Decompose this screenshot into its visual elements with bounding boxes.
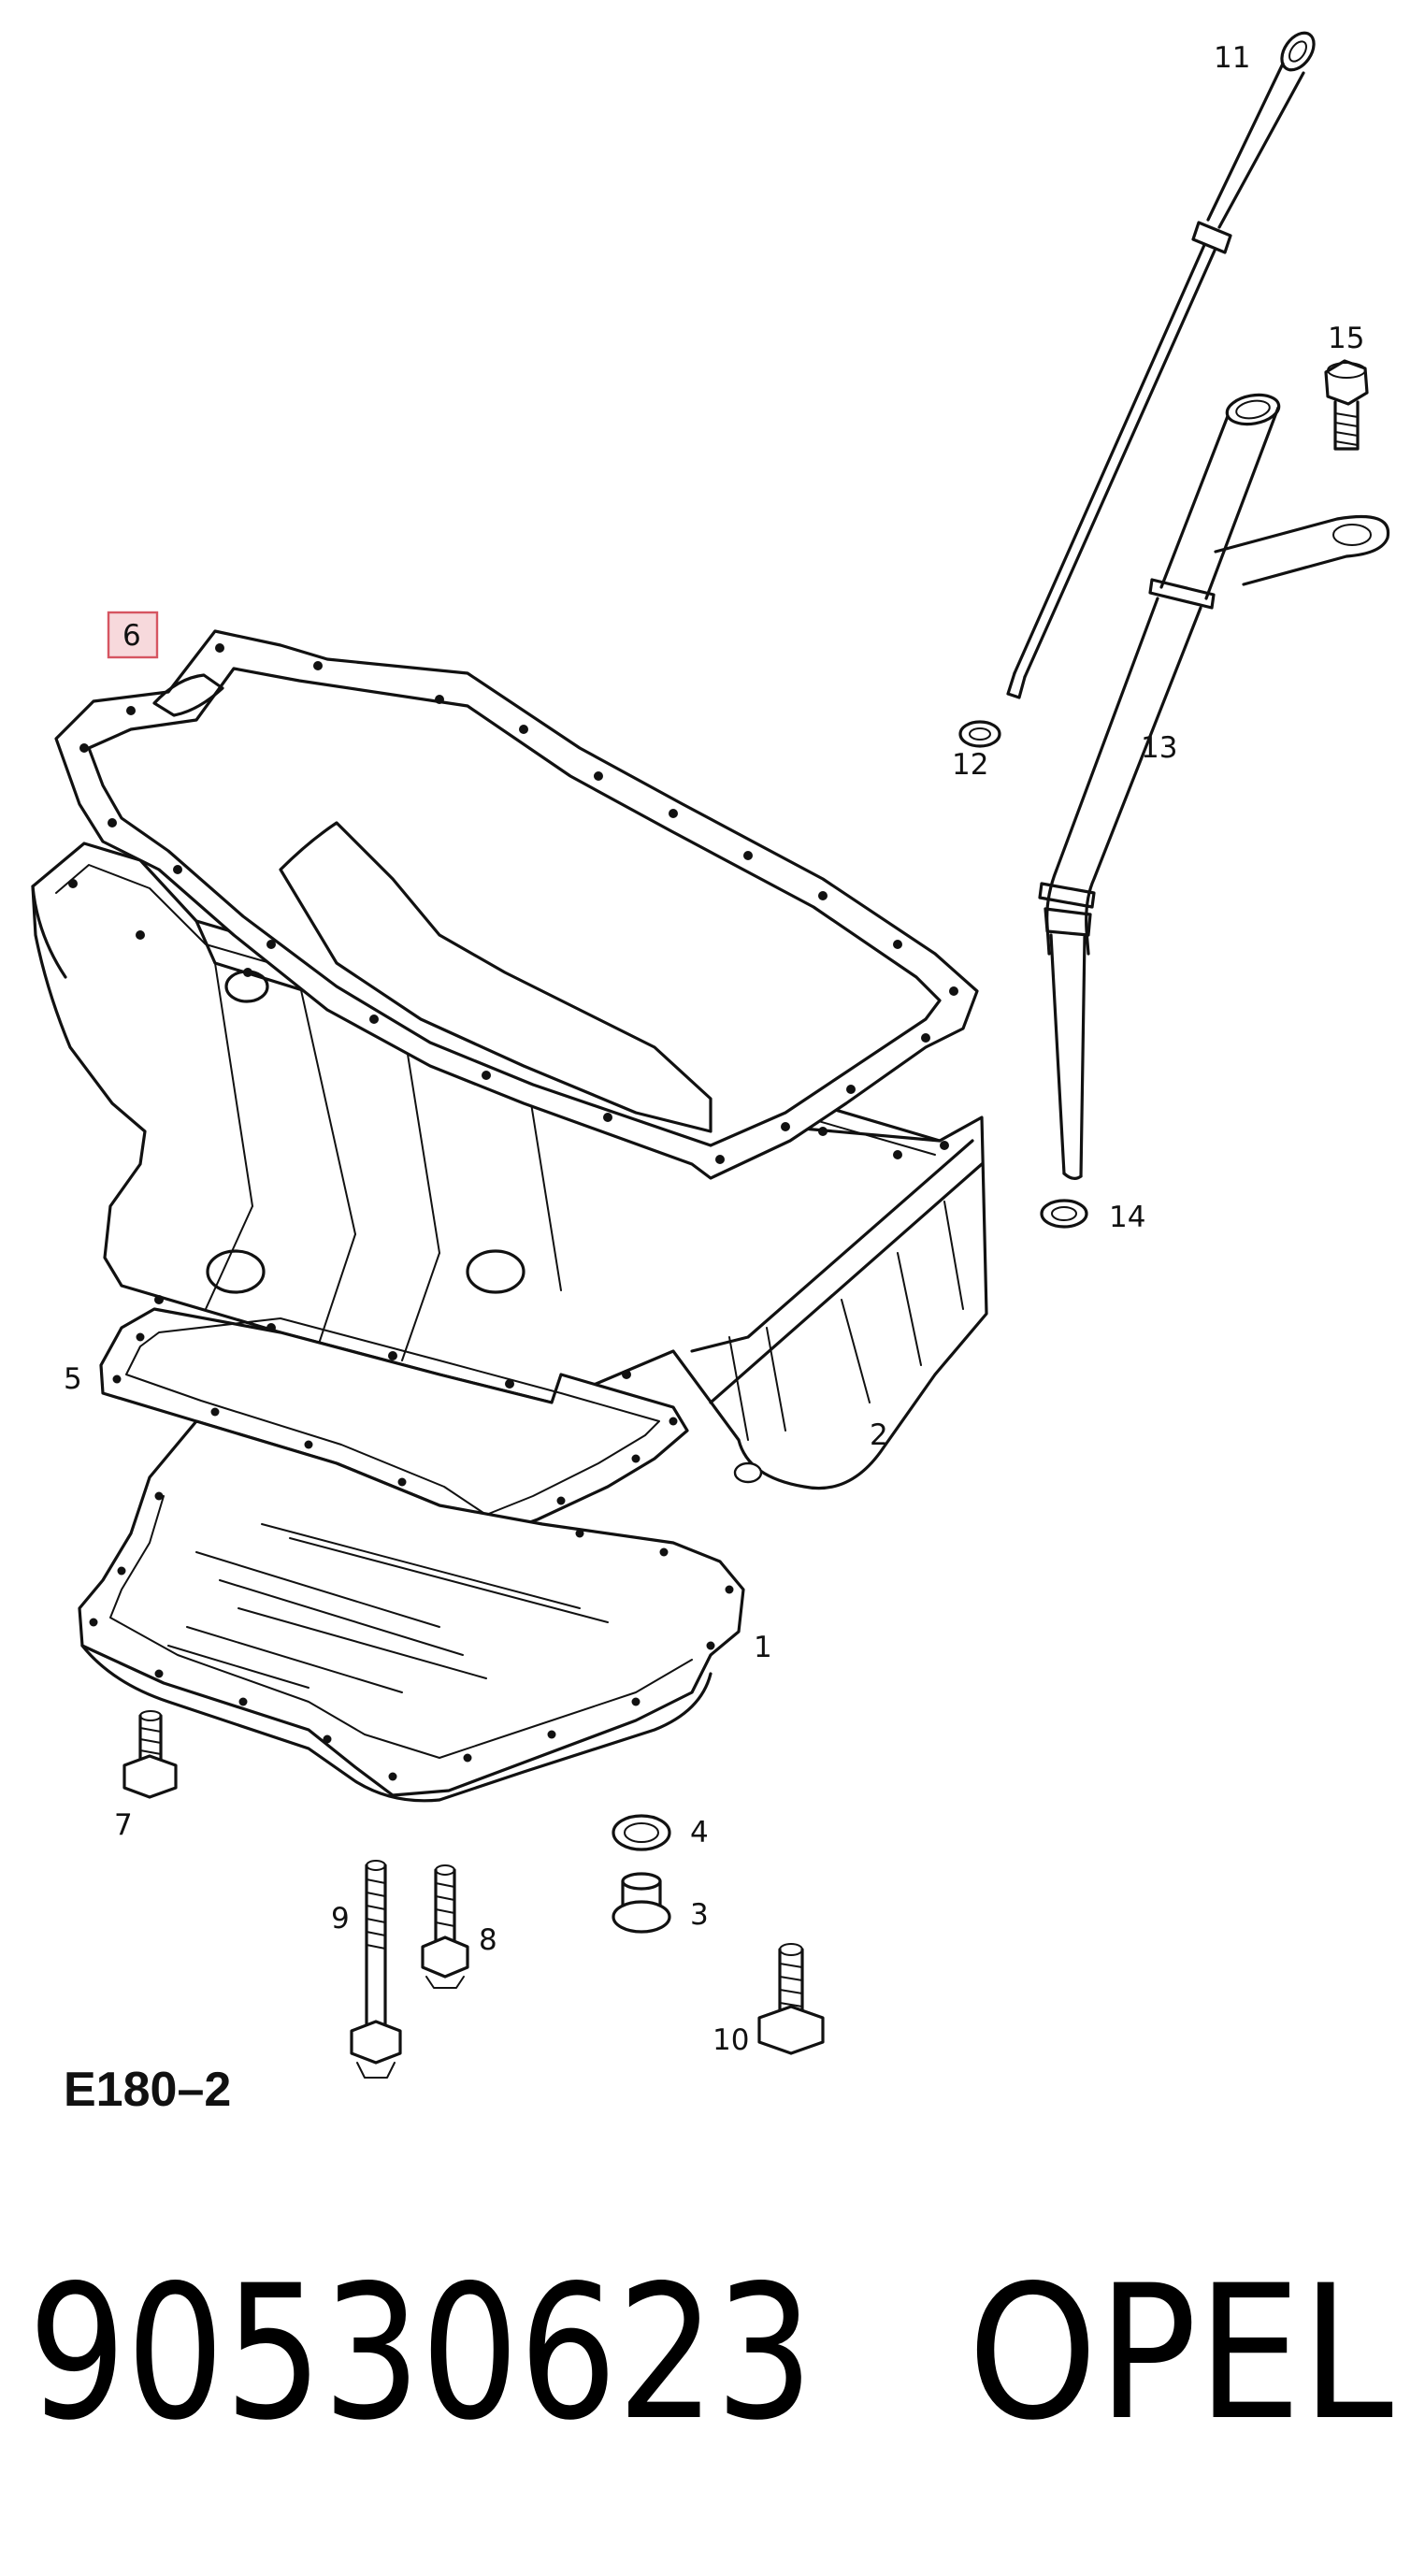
callout-3: 3 <box>690 1898 709 1932</box>
gasket-upper <box>54 629 979 1180</box>
callout-5: 5 <box>64 1362 82 1396</box>
diagram-code: E180–2 <box>64 2063 231 2117</box>
bolt-15 <box>1324 359 1369 451</box>
callout-9: 9 <box>331 1902 350 1936</box>
callout-4: 4 <box>690 1816 709 1849</box>
dipstick-tube <box>1038 393 1390 1180</box>
callout-15: 15 <box>1328 322 1364 355</box>
dipstick <box>1006 31 1316 699</box>
callout-12: 12 <box>952 748 988 782</box>
seal-ring-4 <box>612 1814 671 1851</box>
drain-plug-3 <box>612 1872 671 1934</box>
gasket-lower <box>99 1307 689 1540</box>
callout-13: 13 <box>1141 731 1177 765</box>
callout-2: 2 <box>870 1418 888 1452</box>
callout-7: 7 <box>114 1808 133 1842</box>
part-number: 90530623 <box>28 2245 813 2461</box>
callout-labels: 1 2 3 4 5 6 7 8 9 10 11 12 13 14 15 <box>64 41 1364 2057</box>
callout-highlight-box <box>107 611 159 659</box>
washer-14 <box>1040 1199 1088 1229</box>
callout-6: 6 <box>122 619 141 653</box>
bolt-9 <box>350 1860 402 2079</box>
callout-10: 10 <box>712 2023 749 2057</box>
oil-pan-lower <box>78 1419 745 1803</box>
oil-pan-upper <box>31 842 988 1490</box>
washer-12 <box>958 720 1001 748</box>
bolt-7 <box>122 1710 178 1799</box>
bolt-10 <box>757 1943 825 2055</box>
bolt-8 <box>421 1864 469 1989</box>
brand-name: OPEL <box>968 2245 1393 2461</box>
callout-1: 1 <box>754 1631 772 1664</box>
callout-11: 11 <box>1214 41 1250 75</box>
callout-8: 8 <box>479 1923 497 1957</box>
callout-14: 14 <box>1109 1201 1145 1234</box>
